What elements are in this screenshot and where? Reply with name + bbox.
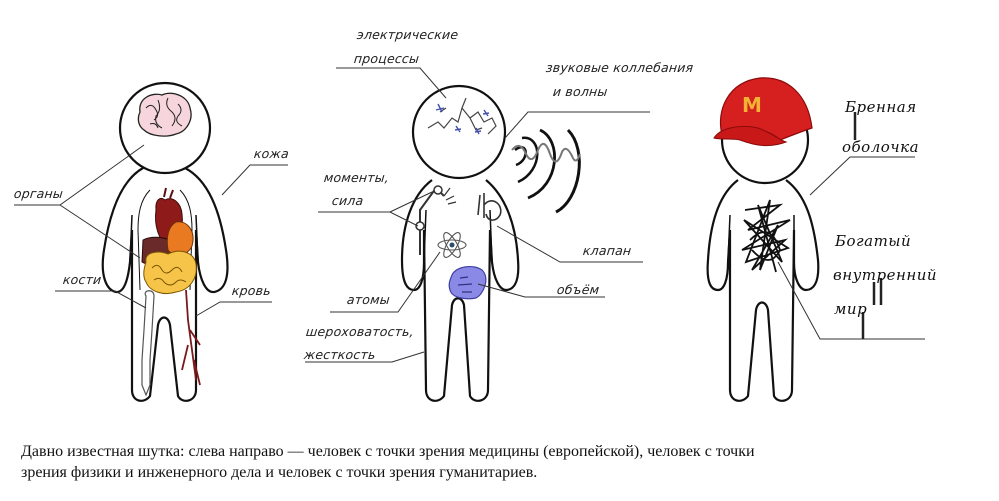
stomach-icon [166, 221, 194, 256]
diagram-scene: M органы кожа кости кровь электрические … [13, 27, 938, 402]
label-electric-line1: электрические [356, 27, 460, 42]
caption: Давно известная шутка: слева направо — ч… [21, 441, 981, 483]
valve-icon [477, 193, 502, 221]
caption-line1: Давно известная шутка: слева направо — ч… [21, 443, 755, 460]
figure-physics [305, 67, 650, 402]
label-moments-line2: сила [331, 193, 365, 208]
electric-processes-icon [427, 97, 497, 135]
atom-icon [437, 232, 467, 258]
label-sound-line2: и волны [552, 84, 609, 99]
label-skin: кожа [253, 146, 290, 161]
volume-blob-icon [448, 265, 487, 300]
label-valve: клапан [582, 243, 633, 258]
figure-medicine [14, 81, 288, 402]
blood-vessel-icon [181, 289, 201, 386]
label-bones: кости [62, 272, 103, 287]
caption-line2: зрения физики и инженерного дела и челов… [21, 464, 538, 481]
sound-waves-icon [511, 128, 581, 214]
intestines-icon [143, 250, 197, 295]
illustration-canvas: M [14, 67, 925, 402]
label-rough-line1: шероховатость, [305, 324, 415, 339]
label-moments-line1: моменты, [323, 170, 390, 185]
brain-icon [137, 92, 192, 137]
label-organs: органы [13, 186, 64, 201]
label-electric-line2: процессы [353, 51, 420, 66]
head-physics [411, 84, 507, 180]
figure-humanities: M [706, 77, 925, 402]
cap-icon: M [713, 77, 813, 147]
scribble-icon [741, 199, 791, 273]
label-rough-line2: жесткость [303, 347, 377, 362]
label-blood: кровь [231, 283, 272, 298]
label-inner-line2: внутренний [833, 266, 938, 284]
label-sound-line1: звуковые коллебания [545, 60, 695, 75]
label-volume: объём [556, 282, 601, 297]
label-inner-line3: мир [834, 300, 868, 318]
label-shell-line2: оболочка [842, 138, 920, 156]
label-inner-line1: Богатый [835, 232, 912, 250]
lever-icon [415, 185, 457, 255]
label-atoms: атомы [346, 292, 391, 307]
cap-logo: M [742, 93, 762, 117]
body-outline-humanities [706, 179, 820, 402]
bone-icon [141, 290, 155, 397]
label-shell-line1: Бренная [845, 98, 917, 116]
